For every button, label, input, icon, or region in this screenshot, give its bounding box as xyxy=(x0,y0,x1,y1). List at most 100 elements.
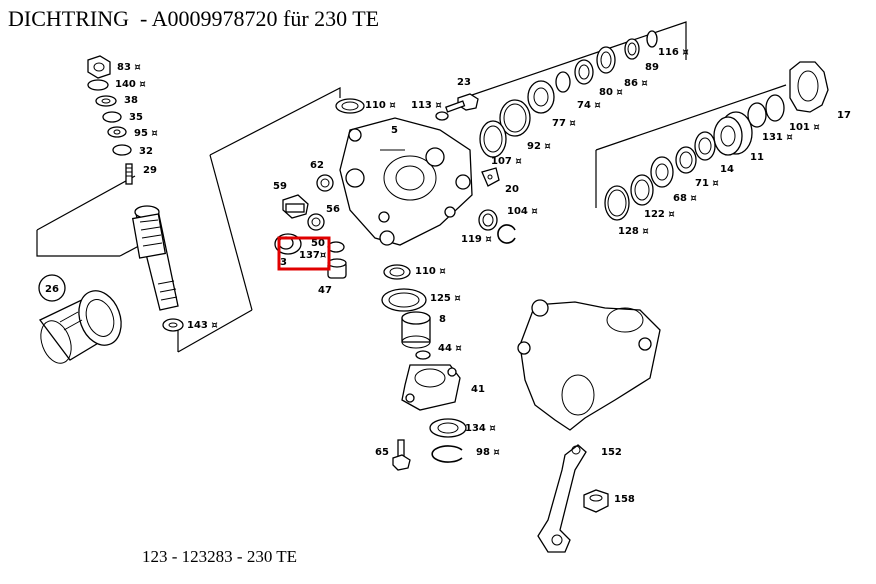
ring-122[interactable] xyxy=(630,174,654,206)
ring-131[interactable] xyxy=(747,102,767,128)
washer-38[interactable] xyxy=(95,95,117,107)
bolt-65[interactable] xyxy=(392,439,411,471)
steering-gear-housing[interactable] xyxy=(517,299,661,431)
fitting-59[interactable] xyxy=(282,194,309,219)
callout-158[interactable]: 158 xyxy=(614,494,635,505)
callout-62[interactable]: 62 xyxy=(310,160,324,171)
washer-35[interactable] xyxy=(102,111,122,123)
callout-137[interactable]: 137¤ xyxy=(299,250,327,261)
ring-44[interactable] xyxy=(415,350,431,360)
callout-134[interactable]: 134 ¤ xyxy=(465,423,496,434)
callout-14[interactable]: 14 xyxy=(720,164,734,175)
ring-62[interactable] xyxy=(316,174,334,192)
callout-68[interactable]: 68 ¤ xyxy=(673,193,697,204)
seal-134[interactable] xyxy=(429,418,467,438)
ring-86[interactable] xyxy=(596,46,616,74)
washer-143[interactable] xyxy=(162,318,184,332)
bushing-8[interactable] xyxy=(401,311,431,349)
piston-26[interactable] xyxy=(35,285,128,368)
callout-119[interactable]: 119 ¤ xyxy=(461,234,492,245)
callout-32[interactable]: 32 xyxy=(139,146,153,157)
callout-107[interactable]: 107 ¤ xyxy=(491,156,522,167)
callout-50[interactable]: 50 xyxy=(311,238,325,249)
callout-113[interactable]: 113 ¤ xyxy=(411,100,442,111)
seal-110-top[interactable] xyxy=(335,98,365,114)
callout-74[interactable]: 74 ¤ xyxy=(577,100,601,111)
ring-101[interactable] xyxy=(765,94,785,122)
valve-housing-5[interactable] xyxy=(339,117,473,246)
callout-98[interactable]: 98 ¤ xyxy=(476,447,500,458)
left-shaft-group xyxy=(35,55,184,368)
callout-71[interactable]: 71 ¤ xyxy=(695,178,719,189)
plug-47[interactable] xyxy=(327,258,347,279)
callout-17[interactable]: 17 xyxy=(837,110,851,121)
callout-11[interactable]: 11 xyxy=(750,152,764,163)
callout-128[interactable]: 128 ¤ xyxy=(618,226,649,237)
callout-89[interactable]: 89 xyxy=(645,62,659,73)
bearing-77[interactable] xyxy=(527,80,555,114)
ring-68[interactable] xyxy=(650,156,674,188)
callout-83[interactable]: 83 ¤ xyxy=(117,62,141,73)
ring-92[interactable] xyxy=(499,99,531,137)
ring-74[interactable] xyxy=(555,71,571,93)
callout-95[interactable]: 95 ¤ xyxy=(134,128,158,139)
callout-92[interactable]: 92 ¤ xyxy=(527,141,551,152)
nut-158[interactable] xyxy=(583,489,609,513)
sector-shaft[interactable] xyxy=(131,205,179,311)
callout-140[interactable]: 140 ¤ xyxy=(115,79,146,90)
callout-131[interactable]: 131 ¤ xyxy=(762,132,793,143)
callout-125[interactable]: 125 ¤ xyxy=(430,293,461,304)
pitman-arm-152[interactable] xyxy=(537,444,587,553)
washer-32[interactable] xyxy=(112,144,132,156)
ring-119[interactable] xyxy=(478,209,498,231)
snap-ring-104[interactable] xyxy=(497,224,516,244)
callout-116[interactable]: 116 ¤ xyxy=(658,47,689,58)
callout-26[interactable]: 26 xyxy=(45,284,59,295)
callout-65[interactable]: 65 xyxy=(375,447,389,458)
callout-23[interactable]: 23 xyxy=(457,77,471,88)
callout-5[interactable]: 5 xyxy=(391,125,398,136)
callout-3[interactable]: 3 xyxy=(280,257,287,268)
bolt-23[interactable] xyxy=(445,93,479,113)
ring-116[interactable] xyxy=(646,30,658,48)
callout-110-lower[interactable]: 110 ¤ xyxy=(415,266,446,277)
callout-circle-26 xyxy=(38,274,66,302)
callout-20[interactable]: 20 xyxy=(505,184,519,195)
callout-77[interactable]: 77 ¤ xyxy=(552,118,576,129)
ring-56[interactable] xyxy=(307,213,325,231)
ring-89[interactable] xyxy=(624,38,640,60)
snap-ring-98[interactable] xyxy=(431,445,463,463)
callout-47[interactable]: 47 xyxy=(318,285,332,296)
callout-122[interactable]: 122 ¤ xyxy=(644,209,675,220)
callout-110-top[interactable]: 110 ¤ xyxy=(365,100,396,111)
callout-44[interactable]: 44 ¤ xyxy=(438,343,462,354)
callout-152[interactable]: 152 xyxy=(601,447,622,458)
callout-56[interactable]: 56 xyxy=(326,204,340,215)
callout-35[interactable]: 35 xyxy=(129,112,143,123)
callout-38[interactable]: 38 xyxy=(124,95,138,106)
washer-95[interactable] xyxy=(107,126,127,138)
nut-83[interactable] xyxy=(87,55,111,79)
callout-80[interactable]: 80 ¤ xyxy=(599,87,623,98)
nut-17[interactable] xyxy=(789,61,829,113)
callout-86[interactable]: 86 ¤ xyxy=(624,78,648,89)
ring-71[interactable] xyxy=(675,146,697,174)
seal-125[interactable] xyxy=(381,288,427,312)
ring-80[interactable] xyxy=(574,59,594,85)
callout-104[interactable]: 104 ¤ xyxy=(507,206,538,217)
seal-110-lower[interactable] xyxy=(383,264,411,280)
cover-41[interactable] xyxy=(401,364,461,411)
bearing-11[interactable] xyxy=(713,111,753,156)
ring-14[interactable] xyxy=(694,131,716,161)
callout-29[interactable]: 29 xyxy=(143,165,157,176)
callout-59[interactable]: 59 xyxy=(273,181,287,192)
ring-128[interactable] xyxy=(604,185,630,221)
callout-143[interactable]: 143 ¤ xyxy=(187,320,218,331)
bracket-20[interactable] xyxy=(481,167,500,187)
callout-41[interactable]: 41 xyxy=(471,384,485,395)
washer-140[interactable] xyxy=(87,79,109,91)
callout-8[interactable]: 8 xyxy=(439,314,446,325)
washer-113[interactable] xyxy=(435,111,449,121)
bolt-29[interactable] xyxy=(125,163,133,185)
callout-101[interactable]: 101 ¤ xyxy=(789,122,820,133)
